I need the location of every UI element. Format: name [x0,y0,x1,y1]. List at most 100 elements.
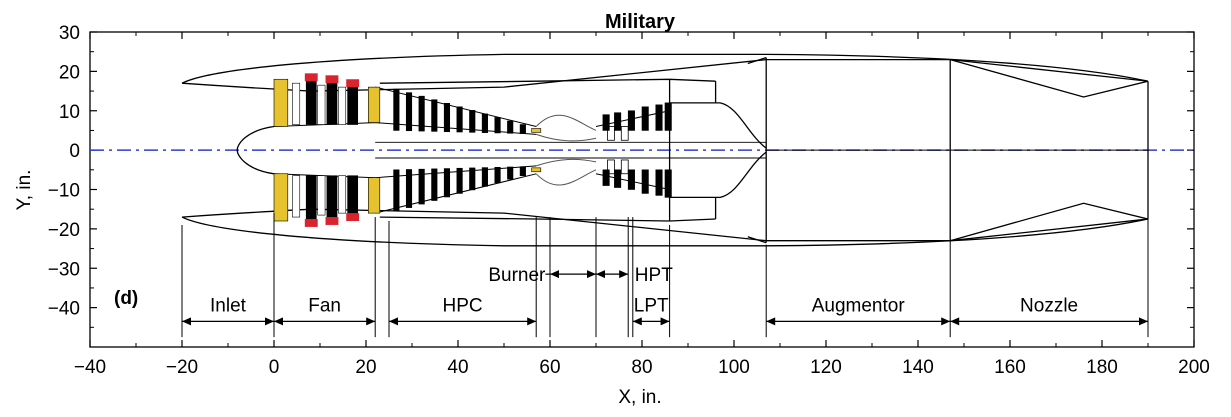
tailcone-upper [669,102,767,149]
combustor-liner-upper [535,114,597,131]
nacelle-outer-upper [181,53,1149,84]
y-tick-label: 20 [59,62,80,83]
fan-arrow-head-left [274,317,283,326]
combustor-liner-lower [535,169,597,186]
turbine-blade [627,110,635,131]
fan-blade [305,175,317,220]
turbine-disk [607,159,615,175]
x-tick-label: 0 [269,357,280,378]
y-tick-label: −30 [48,259,80,280]
fan-tip-shroud [325,75,339,84]
hpc-blade [393,88,400,131]
fan-stator [317,84,326,125]
section-label-fan: Fan [308,295,341,316]
lpt-arrow-head-right [660,317,670,326]
turbine-blade [664,102,672,131]
y-tick-label: −40 [48,299,80,320]
combustor-inner-upper [536,133,597,142]
hpc-blade [405,92,413,132]
turbine-blade [664,169,672,198]
turbine-disk [620,126,629,141]
chart-title: Military [605,11,676,33]
x-axis-label: X, in. [618,387,661,408]
hpc-blade [418,95,425,132]
nozzle-arrow-head-left [950,317,960,326]
burner-arrow-head-left [550,270,559,279]
hpc-blade [393,169,400,212]
y-tick-label: 30 [59,23,80,44]
fan-arrow-head-right [366,317,376,326]
hpc-blade [456,106,463,133]
nacelle-inner-lower [181,208,1149,242]
turbine-disk [620,159,629,175]
hpc-blade [405,169,413,208]
section-label-hpc: HPC [443,295,483,316]
section-label-inlet: Inlet [210,295,247,316]
y-tick-label: −20 [48,220,80,241]
lpt-arrow-head-left [632,317,642,326]
hpc-blade [494,117,501,134]
fan-blade [305,80,317,125]
hpc-blade [418,168,425,205]
spinner-lower [236,150,275,175]
fan-blade [347,86,359,125]
section-label-hpt: HPT [635,265,673,286]
section-label-augmentor: Augmentor [812,295,906,316]
tailcone-lower [669,151,767,199]
inlet-guide-vane [273,173,289,222]
augmentor-inlet-upper [747,56,767,65]
core-cowl-upper [379,78,716,84]
hpc-arrow-head-left [389,317,398,326]
fan-tip-shroud [304,219,318,227]
augmentor-arrow-head-left [766,317,776,326]
turbine-blade [602,114,610,131]
fan-stator [338,86,347,125]
fan-blade [326,175,338,218]
fan-tip-shroud [304,73,318,82]
turbine-blade [614,112,622,131]
x-tick-label: 40 [447,357,468,378]
turbine-blade [655,169,663,196]
turbine-blade [641,106,649,131]
section-label-lpt: LPT [634,295,669,316]
hpc-casing-lower [375,173,537,214]
hpc-blade [431,99,438,132]
inlet-arrow-head-right [265,317,274,326]
fan-stator [292,175,301,218]
panel-label: (d) [114,288,138,309]
core-cowl-lower [379,216,716,222]
hpc-blade [519,166,526,177]
hpc-blade [443,168,451,198]
y-axis-label: Y, in. [14,170,35,211]
turbine-blade [602,169,610,186]
y-tick-label: 10 [59,102,80,123]
turbine-blade [641,169,649,194]
x-tick-label: 140 [902,357,934,378]
turbine-blade [627,169,635,190]
hpc-blade [507,166,514,180]
fan-blade [326,82,338,125]
turbine-blade [614,169,622,188]
x-tick-label: 80 [631,357,652,378]
x-tick-label: 100 [718,357,750,378]
nozzle-flap-upper [950,58,1149,98]
hpc-blade [519,124,526,134]
combustor-inner-lower [536,158,597,167]
hpc-blade [469,167,476,191]
section-label-nozzle: Nozzle [1020,295,1078,316]
y-tick-label: 0 [69,141,80,162]
augmentor-inlet-lower [747,236,767,244]
section-label-burner: Burner [488,265,546,286]
engine-drawing [90,53,1194,247]
augmentor-arrow-head-right [941,317,951,326]
x-tick-label: 60 [539,357,560,378]
fan-exit-vane [367,177,381,214]
x-tick-label: 180 [1086,357,1118,378]
burner-arrow-head-right [587,270,596,279]
hpc-blade [507,120,514,134]
hpt-arrow-head-left [596,270,605,279]
